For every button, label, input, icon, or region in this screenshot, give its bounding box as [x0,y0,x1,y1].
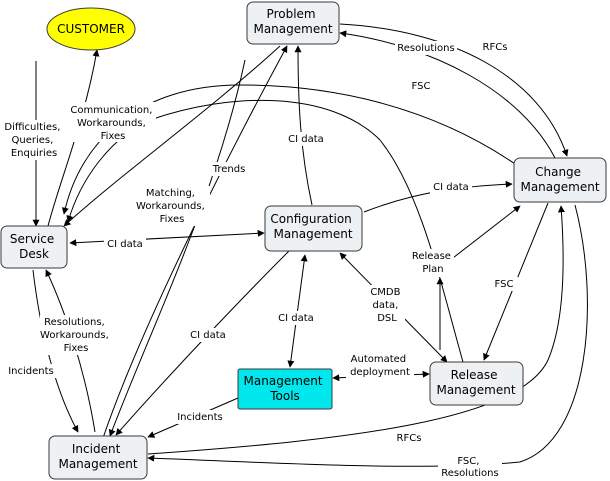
label-cmdb-line: CMDB [370,287,400,298]
node-configuration-label: Management [273,227,352,241]
node-incident-management[interactable]: Incident Management [48,435,148,480]
edge-change-to-incident-fsc [147,204,588,467]
node-management-tools[interactable]: Management Tools [237,368,333,410]
edge-incident-to-problem [102,45,288,439]
edge-service-desk-to-customer [47,49,100,227]
label-matching-line: Workarounds, [136,201,205,212]
label-cmdb: CMDB data, DSL [370,287,403,324]
label-release-plan-line: Release [412,251,451,262]
svg-text:Configuration Manageme: Configuration Management [270,212,355,241]
label-fsc-top: FSC [412,81,431,92]
node-problem-management[interactable]: Problem Management [246,1,340,45]
node-change-management[interactable]: Change Management [513,157,607,203]
label-ci-data-change: CI data [433,182,469,193]
label-fsc-resolutions-line: FSC, [457,456,479,467]
label-matching-line: Fixes [160,214,185,225]
node-release-management[interactable]: Release Management [429,361,524,406]
node-release-label: Management [436,383,515,397]
label-release-plan-line: Plan [422,264,443,275]
node-problem-label: Management [253,22,332,36]
label-communication-line: Communication, [70,105,152,116]
label-ci-data-problem: CI data [288,134,324,145]
label-rfcs-bottom: RFCs [397,433,422,444]
node-incident-label: Management [58,457,137,471]
label-fsc-change: FSC [495,279,514,290]
node-problem-label: Problem [267,7,316,21]
label-cmdb-line: DSL [377,313,397,324]
svg-text:Incident Management: Incident Management [58,442,137,471]
edge-incident-to-change-rfcs [147,205,565,455]
node-service-desk[interactable]: Service Desk [0,225,68,269]
label-incidents-tools: Incidents [177,412,223,423]
label-automated-deployment: Automated deployment [350,354,410,378]
label-ci-data-service-desk: CI data [107,239,143,250]
node-service-desk-label: Desk [19,247,49,261]
label-matching-line: Matching, [146,188,195,199]
node-customer[interactable]: CUSTOMER [46,7,136,51]
label-ci-data-tools: CI data [278,313,314,324]
node-tools-label: Tools [269,389,300,403]
svg-text:Problem Management: Problem Management [253,7,332,36]
label-fsc-resolutions-line: Resolutions [441,468,498,479]
label-automated-line: deployment [350,367,410,378]
edge-labels: Difficulties, Queries, Enquiries Communi… [4,40,518,480]
node-release-label: Release [451,368,498,382]
node-service-desk-label: Service [10,232,54,246]
label-matching: Matching, Workarounds, Fixes [136,188,208,225]
svg-text:Change Management: Change Management [520,165,599,194]
svg-text:Release Management: Release Management [436,368,515,397]
edge-problem-to-change-rfcs [339,23,569,157]
node-configuration-management[interactable]: Configuration Management [264,205,363,252]
label-rfcs-top: RFCs [483,42,508,53]
svg-text:Service Desk: Service Desk [10,232,58,261]
label-release-plan: Release Plan [412,251,454,275]
label-communication-line: Fixes [101,131,126,142]
label-difficulties-line: Queries, [12,135,54,146]
label-difficulties: Difficulties, Queries, Enquiries [4,122,63,159]
node-tools-label: Management [244,374,323,388]
edge-change-to-problem-resolutions [339,30,556,159]
label-automated-line: Automated [351,354,407,365]
node-change-label: Management [520,180,599,194]
edge-release-to-service-desk [66,99,464,363]
edge-configuration-to-incident [115,249,291,436]
node-customer-label: CUSTOMER [57,22,125,36]
label-trends: Trends [212,164,246,175]
label-cmdb-line: data, [373,300,399,311]
label-resolutions-sd-line: Fixes [64,343,89,354]
label-resolutions-sd-line: Workarounds, [40,330,109,341]
label-incidents-service-desk: Incidents [8,366,54,377]
label-communication-line: Workarounds, [77,118,146,129]
label-resolutions-sd-line: Resolutions, [44,317,105,328]
node-configuration-label: Configuration [270,212,351,226]
label-difficulties-line: Difficulties, [4,122,60,133]
label-resolutions-service-desk: Resolutions, Workarounds, Fixes [40,317,112,354]
edge-problem-to-service-desk [63,45,281,227]
edge-configuration-to-problem [294,45,313,206]
svg-text:Management Tools: Management Tools [244,374,327,403]
label-fsc-resolutions: FSC, Resolutions [441,456,498,479]
label-resolutions-top: Resolutions [397,43,454,54]
edge-problem-to-incident [108,59,246,437]
edge-service-desk-to-incident [32,269,79,433]
node-change-label: Change [535,165,581,179]
node-incident-label: Incident [72,442,121,456]
edge-service-desk-configuration [69,229,265,247]
label-difficulties-line: Enquiries [11,148,57,159]
edge-change-to-service-desk-fsc [61,84,519,215]
label-ci-data-incident: CI data [190,330,226,341]
label-communication: Communication, Workarounds, Fixes [70,105,155,142]
